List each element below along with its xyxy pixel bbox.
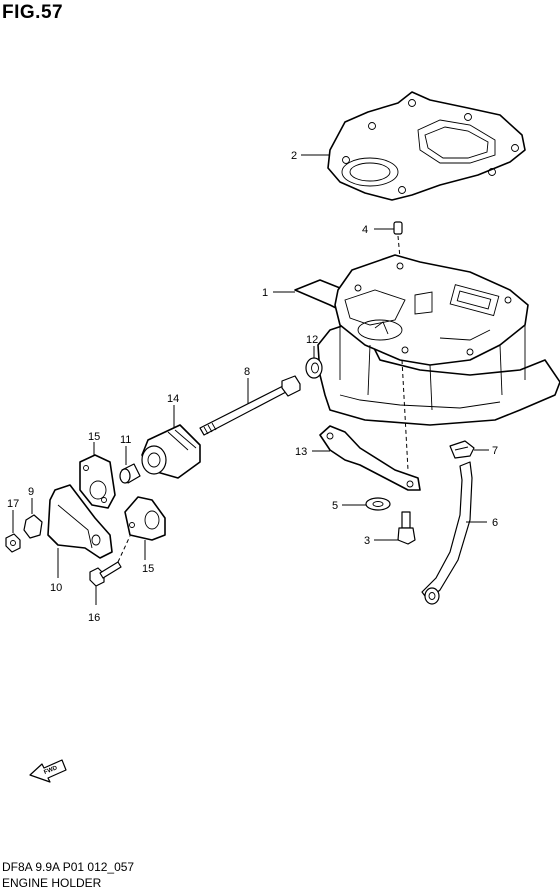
part-8-bolt [199, 375, 301, 436]
part-17-nut [5, 533, 21, 553]
figure-number: FIG.57 [2, 2, 64, 23]
callout-11: 11 [120, 434, 131, 446]
callout-16: 16 [88, 612, 100, 624]
part-15-plate-lower [124, 496, 166, 541]
fwd-arrow-label: FWD [43, 765, 59, 776]
callout-1: 1 [262, 287, 268, 299]
part-14-mount-rubber [141, 424, 201, 479]
part-4-dowel-pin [393, 221, 403, 235]
callout-17: 17 [7, 498, 19, 510]
part-9-pad [23, 514, 43, 539]
callout-3: 3 [364, 535, 370, 547]
part-16-bolt [89, 561, 122, 587]
part-10-clamp [47, 484, 113, 559]
part-11-collar [119, 463, 141, 484]
part-12-washer [305, 357, 323, 379]
diagram-code: DF8A 9.9A P01 012_057 [2, 860, 135, 874]
callout-14: 14 [167, 393, 179, 405]
part-7-clip [449, 440, 475, 459]
part-6-stay [421, 461, 473, 605]
part-15-plate-upper [79, 454, 116, 509]
callout-5: 5 [332, 500, 338, 512]
part-5-washer [365, 497, 391, 511]
callout-4: 4 [362, 224, 368, 236]
callout-6: 6 [492, 517, 498, 529]
callout-9: 9 [28, 486, 34, 498]
diagram-name: ENGINE HOLDER [2, 876, 102, 890]
callout-8: 8 [244, 366, 250, 378]
callout-12: 12 [306, 334, 318, 346]
part-1-engine-holder [294, 254, 560, 426]
callout-13: 13 [295, 446, 307, 458]
callout-15-upper: 15 [88, 431, 100, 443]
part-13-bracket [319, 425, 421, 491]
callout-7: 7 [492, 445, 498, 457]
part-3-bolt [397, 511, 416, 545]
callout-10: 10 [50, 582, 62, 594]
callout-2: 2 [291, 150, 297, 162]
callout-15-lower: 15 [142, 563, 154, 575]
part-2-gasket [327, 91, 526, 201]
fwd-arrow: FWD [29, 759, 67, 783]
